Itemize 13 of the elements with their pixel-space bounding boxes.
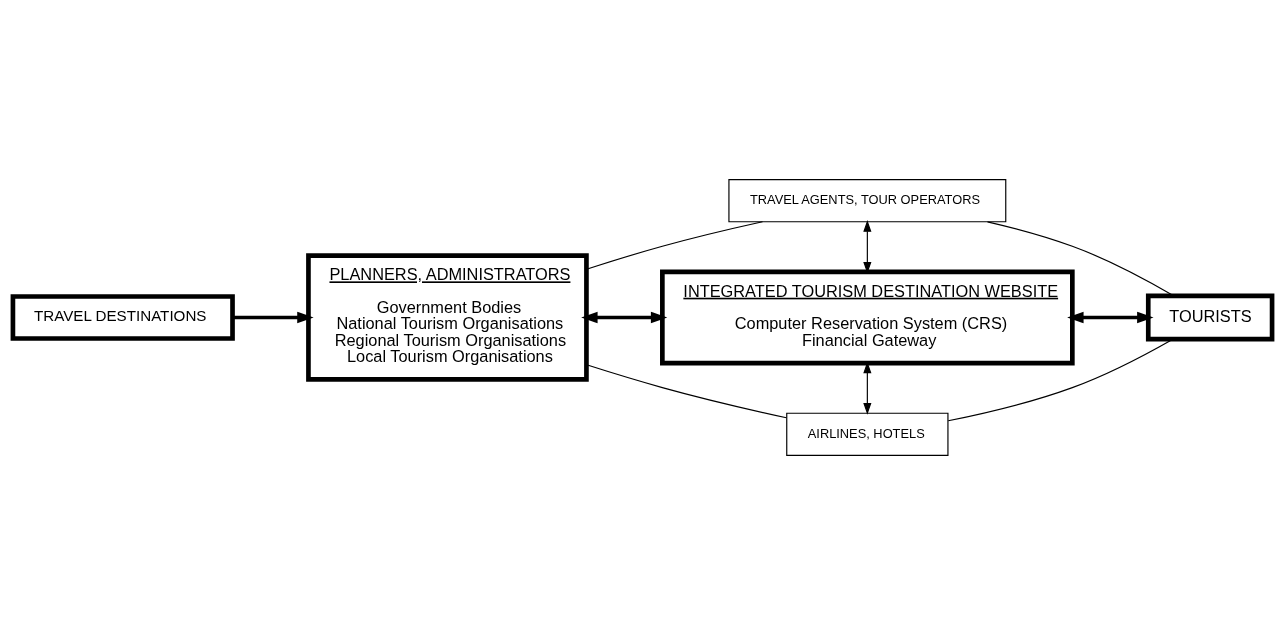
connector [947, 338, 1173, 421]
arrow [1067, 311, 1154, 323]
node-box: INTEGRATED TOURISM DESTINATION WEBSITE Computer Reservation System (CRS) Financial Gateway [660, 269, 1075, 365]
node-box: TRAVEL DESTINATIONS [10, 293, 235, 341]
node-box: PLANNERS, ADMINISTRATORS Government Bodies National Tourism Organisations Regional Tourism Organisations Local Tourism Organisations [306, 252, 589, 382]
arrow [232, 311, 314, 323]
node-box: TOURISTS [1145, 293, 1275, 341]
arrow [581, 311, 668, 323]
connector [586, 363, 787, 418]
node-box: TRAVEL AGENTS, TOUR OPERATORS [728, 178, 1007, 222]
connector [986, 220, 1175, 296]
connector [585, 220, 764, 270]
node-box: AIRLINES, HOTELS [786, 412, 949, 456]
